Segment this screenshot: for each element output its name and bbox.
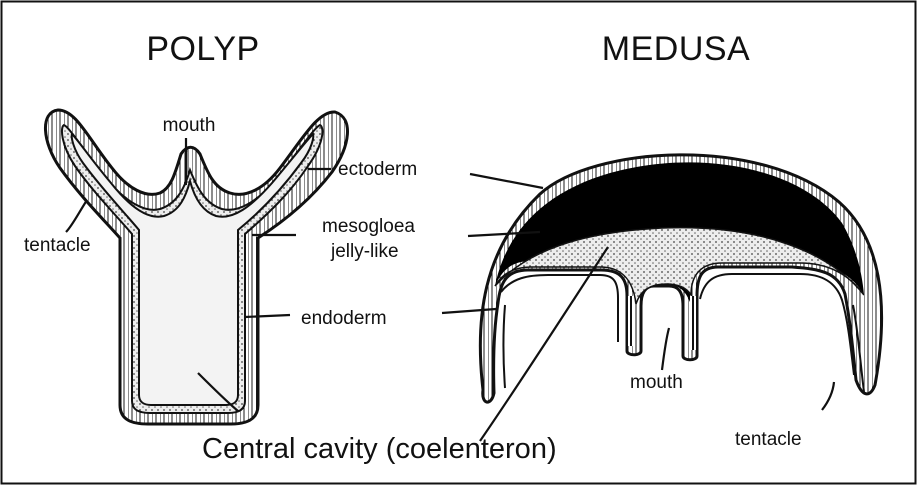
central-cavity-label: Central cavity (coelenteron) [202,433,557,465]
medusa-tentacle-label: tentacle [735,429,802,450]
polyp-mouth-label: mouth [163,115,216,136]
medusa-mouth-label: mouth [630,372,683,393]
medusa-title: MEDUSA [602,30,750,68]
polyp-shape [45,110,347,424]
polyp-title: POLYP [146,30,259,68]
ectoderm-label: ectoderm [338,159,417,180]
medusa-shape [480,155,881,402]
endoderm-label: endoderm [301,308,387,329]
mesogloea-label-line1: mesogloea [322,216,415,237]
polyp-tentacle-label: tentacle [24,235,91,256]
mesogloea-label-line2: jelly-like [330,241,399,262]
